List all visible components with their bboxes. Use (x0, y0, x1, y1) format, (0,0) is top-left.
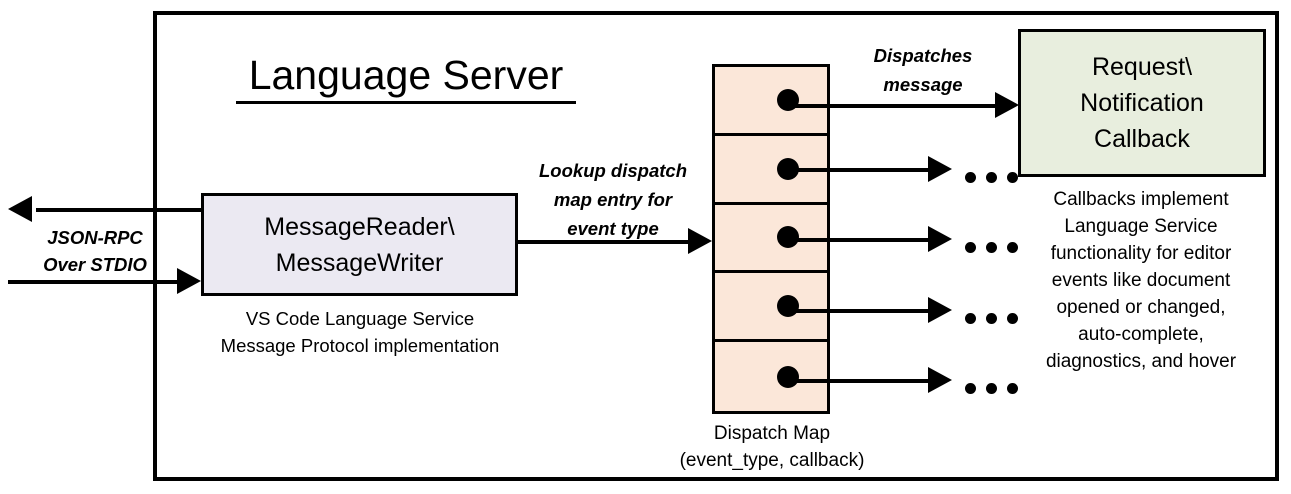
ellipsis-dot-icon (1007, 172, 1018, 183)
ellipsis-dot-icon (986, 242, 997, 253)
ellipsis-dot-icon (1007, 313, 1018, 324)
callback-caption-line4: events like document (1051, 270, 1231, 291)
entry-dot-icon (777, 365, 799, 388)
callback-line3: Callback (1094, 125, 1190, 153)
message-reader-writer-box[interactable]: MessageReader\ MessageWriter (201, 193, 518, 296)
language-server-container (153, 11, 1279, 481)
ellipsis-dot-icon (1007, 383, 1018, 394)
dispatch-map-table[interactable] (712, 64, 830, 414)
dispatch-row4-arrowhead (928, 297, 952, 323)
dispatch-map-row[interactable] (715, 67, 827, 136)
page-title: Language Server (236, 51, 576, 104)
dispatch-row2-arrowhead (928, 156, 952, 182)
ellipsis-dot-icon (965, 383, 976, 394)
jsonrpc-inbound-arrowhead (177, 268, 201, 294)
dispatch-map-caption-line2: (event_type, callback) (679, 450, 865, 471)
message-reader-writer-text: MessageReader\ MessageWriter (264, 209, 454, 281)
jsonrpc-label-line1: JSON-RPC (47, 227, 143, 248)
dispatch-row3-line (782, 238, 930, 242)
callback-line2: Notification (1080, 89, 1204, 117)
dispatch-map-caption-line1: Dispatch Map (713, 423, 831, 444)
dispatch-map-row[interactable] (715, 273, 827, 343)
dispatch-row5-arrowhead (928, 367, 952, 393)
ellipsis-dot-icon (1007, 242, 1018, 253)
callback-caption-line7: diagnostics, and hover (1045, 351, 1237, 372)
request-notification-callback-box[interactable]: Request\ Notification Callback (1018, 29, 1266, 177)
ellipsis-dot-icon (986, 172, 997, 183)
entry-dot-icon (777, 226, 799, 249)
dispatch-row3-arrowhead (928, 226, 952, 252)
dispatch-map-caption: Dispatch Map (event_type, callback) (657, 420, 887, 474)
ellipsis-dot-icon (965, 172, 976, 183)
lookup-label-line1: Lookup dispatch (539, 160, 687, 181)
lookup-connector-arrowhead (688, 228, 712, 254)
jsonrpc-transport-label: JSON-RPC Over STDIO (20, 224, 170, 278)
callback-caption-line1: Callbacks implement (1053, 189, 1229, 210)
dispatches-message-label: Dispatches message (833, 41, 1013, 99)
ellipsis-dot-icon (965, 242, 976, 253)
callback-caption-line6: auto-complete, (1078, 324, 1204, 345)
jsonrpc-outbound-line (36, 208, 203, 212)
lookup-label-line2: map entry for (553, 189, 673, 210)
dispatch-map-row[interactable] (715, 205, 827, 274)
entry-dot-icon (777, 295, 799, 318)
callback-line1: Request\ (1091, 53, 1193, 81)
lookup-label-line3: event type (567, 218, 659, 239)
jsonrpc-label-line2: Over STDIO (43, 254, 147, 275)
dispatch-row1-line (782, 104, 997, 108)
dispatch-row1-arrowhead (995, 92, 1019, 118)
dispatch-row4-line (782, 309, 930, 313)
ellipsis-dot-icon (965, 313, 976, 324)
callback-caption-line5: opened or changed, (1056, 297, 1226, 318)
message-reader-caption-line1: VS Code Language Service (245, 308, 475, 329)
dispatch-row2-ellipsis (965, 162, 1028, 183)
jsonrpc-outbound-arrowhead (8, 196, 32, 222)
dispatch-row2-line (782, 168, 930, 172)
message-reader-line: MessageReader\ (264, 212, 455, 241)
dispatches-label-line1: Dispatches (873, 45, 973, 66)
ellipsis-dot-icon (986, 383, 997, 394)
message-reader-caption-line2: Message Protocol implementation (220, 335, 500, 356)
lookup-dispatch-label: Lookup dispatch map entry for event type (518, 156, 708, 243)
dispatch-map-row[interactable] (715, 342, 827, 411)
dispatch-row3-ellipsis (965, 232, 1028, 253)
dispatch-row5-line (782, 379, 930, 383)
dispatch-row4-ellipsis (965, 303, 1028, 324)
callback-caption-line3: functionality for editor (1050, 243, 1232, 264)
dispatches-label-line2: message (883, 74, 963, 95)
callback-box-text: Request\ Notification Callback (1080, 49, 1204, 157)
jsonrpc-inbound-line (8, 280, 178, 284)
callback-caption-line2: Language Service (1064, 216, 1218, 237)
message-writer-line: MessageWriter (275, 248, 444, 277)
ellipsis-dot-icon (986, 313, 997, 324)
dispatch-row5-ellipsis (965, 373, 1028, 394)
message-reader-caption: VS Code Language Service Message Protoco… (186, 305, 534, 359)
callback-caption: Callbacks implement Language Service fun… (1005, 186, 1277, 375)
lookup-connector-line (518, 240, 691, 244)
